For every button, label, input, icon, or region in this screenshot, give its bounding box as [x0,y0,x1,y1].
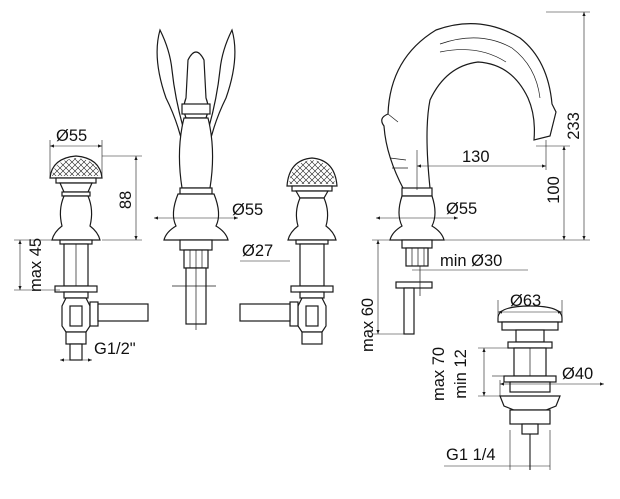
handle-thread-label: G1/2" [94,340,136,358]
drain-assembly [497,305,563,470]
spout-right-base-diameter-label: Ø55 [446,200,477,218]
spout-deck-max-label: max 60 [359,298,377,352]
spout-arc [381,23,557,191]
spout-reach-label: 130 [462,148,490,166]
spout-height-label: 233 [565,112,583,140]
drain-min-label: min 12 [452,349,470,399]
deck-max-label: max 45 [27,238,45,292]
left-knob-diameter-label: Ø55 [56,127,87,145]
drain-top-diameter-label: Ø63 [510,292,541,310]
spout-front-view [156,28,236,330]
spout-side-dimensions [372,11,590,335]
left-handle-dimensions [14,140,142,362]
handle-height-label: 88 [117,191,135,209]
spout-base-diameter-label: Ø55 [232,201,263,219]
drain-dimensions [444,300,604,470]
drain-max-label: max 70 [430,347,448,401]
drain-body-diameter-label: Ø40 [562,365,593,383]
drain-thread-label: G1 1/4 [446,446,496,464]
spout-side-view [381,23,557,335]
spout-hole-label: min Ø30 [440,252,502,270]
spout-shank-diameter-label: Ø27 [242,242,273,260]
left-handle-valve [49,155,149,361]
right-handle-valve [239,157,338,345]
spout-clearance-label: 100 [545,176,563,204]
